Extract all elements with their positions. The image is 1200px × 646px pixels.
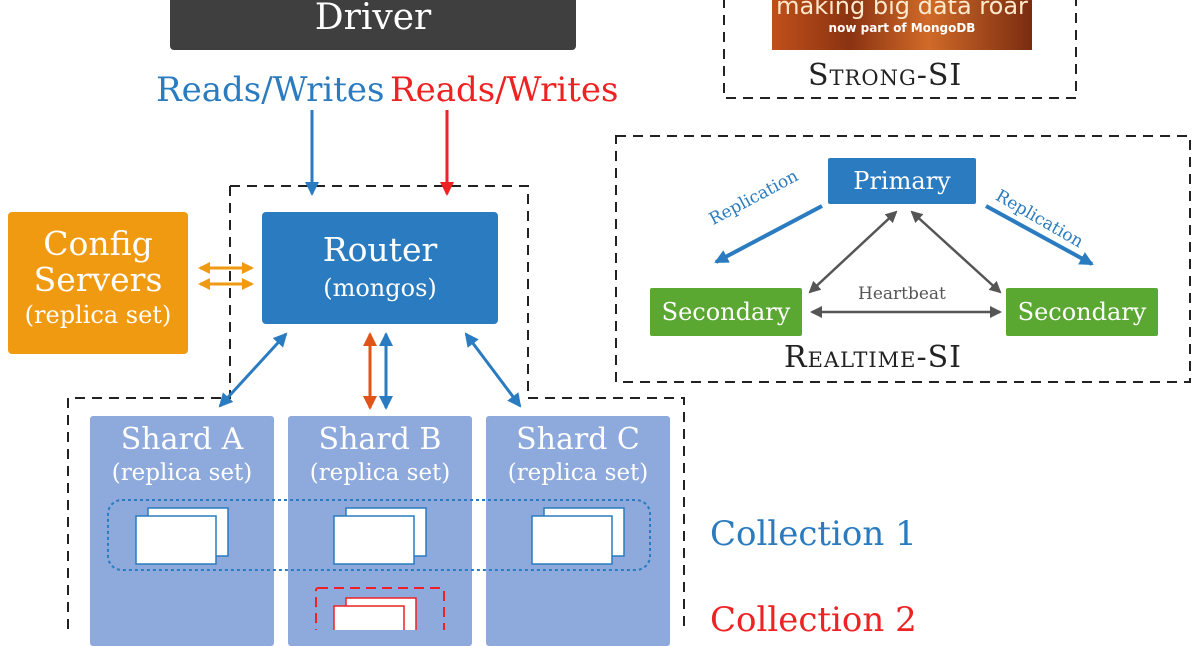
- shard-a-box: Shard A (replica set): [90, 416, 274, 646]
- shard-a-sublabel: (replica set): [111, 460, 253, 486]
- shard-b-label: Shard B: [318, 422, 442, 457]
- config-label-line3: (replica set): [24, 301, 172, 329]
- secondary-left-label: Secondary: [661, 298, 791, 326]
- realtime-si-frame: [615, 135, 1191, 383]
- document-stack-icon: [333, 597, 417, 630]
- reads-writes-red-label: Reads/Writes: [390, 70, 619, 110]
- driver-label: Driver: [314, 0, 432, 38]
- router-label: Router: [322, 230, 438, 269]
- collection-2-outline: [315, 587, 445, 630]
- driver-box: Driver: [170, 0, 576, 50]
- shard-c-sublabel: (replica set): [507, 460, 649, 486]
- secondary-right-label: Secondary: [1017, 298, 1147, 326]
- shard-c-label: Shard C: [516, 422, 640, 457]
- shard-a-label: Shard A: [120, 422, 244, 457]
- router-shard-a-arrow: [218, 332, 288, 408]
- document-stack-icon: [135, 507, 229, 565]
- config-label-line1: Config: [43, 224, 153, 263]
- primary-secondary-right-arrow: [910, 210, 1002, 294]
- collection-layer: [107, 499, 651, 630]
- strong-si-label: Strong-SI: [808, 58, 963, 93]
- replication-right-arrow: [985, 204, 1094, 266]
- primary-node: Primary: [828, 158, 976, 204]
- shard-b-sublabel: (replica set): [309, 460, 451, 486]
- config-servers-box: Config Servers (replica set): [8, 212, 188, 354]
- realtime-si-label: Realtime-SI: [784, 340, 962, 375]
- router-shard-c-arrow: [464, 332, 522, 408]
- strong-si-frame: [723, 0, 1077, 99]
- secondary-node-left: Secondary: [650, 288, 802, 336]
- connector-layer: [67, 0, 1191, 630]
- logo-tagline: making big data roar: [776, 0, 1028, 20]
- document-stack-icon: [333, 507, 427, 565]
- heartbeat-label: Heartbeat: [858, 284, 946, 304]
- logo-subtext: now part of MongoDB: [828, 21, 976, 35]
- collection-2-label: Collection 2: [710, 600, 917, 640]
- primary-label: Primary: [853, 167, 951, 195]
- replication-left-arrow: [714, 204, 823, 264]
- router-sublabel: (mongos): [323, 274, 437, 302]
- document-stack-icon: [531, 507, 625, 565]
- cluster-frame: [67, 185, 685, 630]
- config-label-line2: Servers: [33, 260, 163, 299]
- collection-1-label: Collection 1: [710, 514, 917, 554]
- primary-secondary-left-arrow: [808, 210, 898, 294]
- router-box: Router (mongos): [262, 212, 498, 324]
- secondary-node-right: Secondary: [1006, 288, 1158, 336]
- logo-image: making big data roar now part of MongoDB: [772, 0, 1032, 50]
- reads-writes-blue-label: Reads/Writes: [156, 70, 385, 110]
